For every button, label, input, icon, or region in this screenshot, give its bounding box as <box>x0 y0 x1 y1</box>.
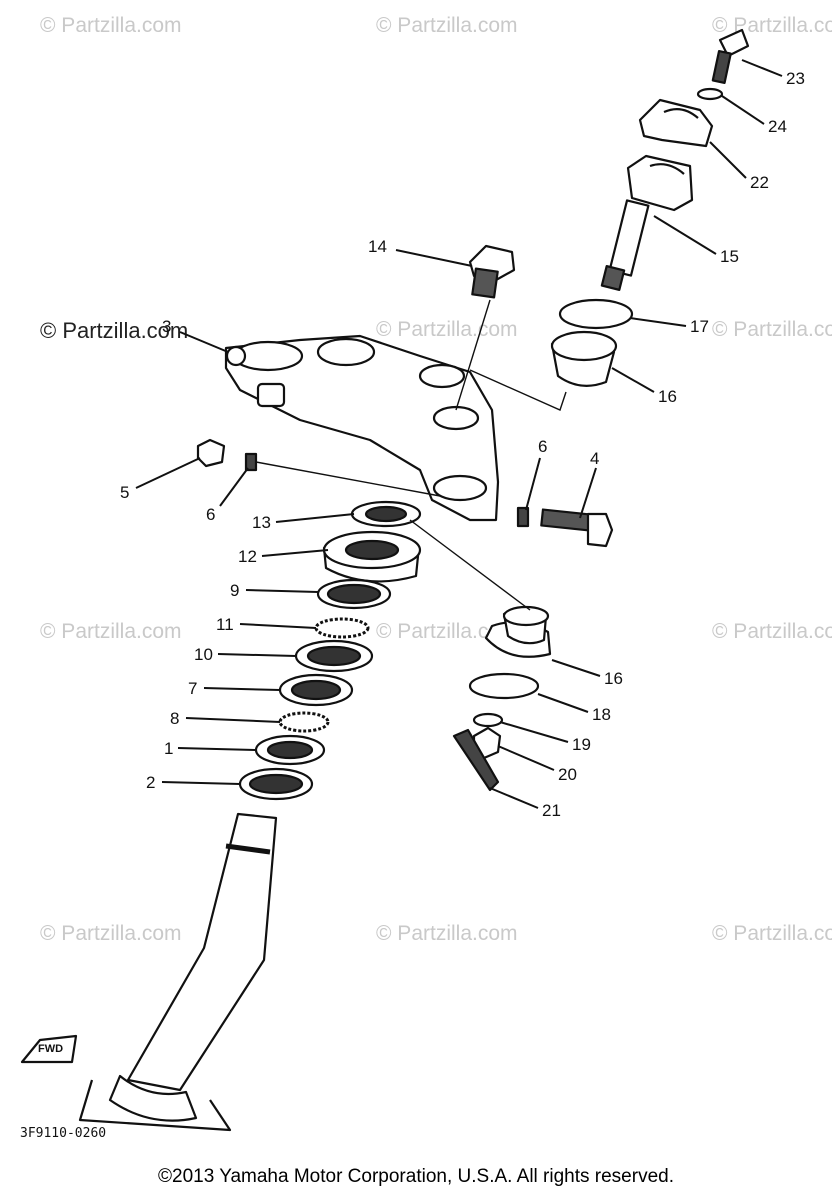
leader-11 <box>239 623 317 629</box>
bearing-race-10-shape <box>294 639 374 673</box>
bearing-race-9-shape <box>316 578 392 610</box>
upper-bracket-shape <box>224 334 500 522</box>
callout-13: 13 <box>252 513 271 532</box>
callout-7: 7 <box>188 679 198 698</box>
bolt-14-shape <box>468 244 516 299</box>
ring-nut-13-shape <box>350 500 422 528</box>
callout-18: 18 <box>592 705 611 724</box>
callout-16: 16 <box>658 387 677 406</box>
leader-10 <box>217 653 297 657</box>
watermark: © Partzilla.com <box>40 620 182 643</box>
assembly-line <box>469 369 567 411</box>
watermark: © Partzilla.com <box>376 922 518 945</box>
leader-22 <box>709 141 747 179</box>
watermark: © Partzilla.com <box>712 922 832 945</box>
copyright-notice: ©2013 Yamaha Motor Corporation, U.S.A. A… <box>158 1166 674 1187</box>
bearing-cover-12-shape <box>322 530 422 583</box>
watermark: © Partzilla.com <box>712 318 832 341</box>
watermark: © Partzilla.com <box>40 14 182 37</box>
fwd-label: FWD <box>38 1043 64 1055</box>
callout-21: 21 <box>542 801 561 820</box>
callout-8: 8 <box>170 709 180 728</box>
ball-bearing-8-shape <box>278 711 330 733</box>
callout-19: 19 <box>572 735 591 754</box>
damper-16-upper-shape <box>550 330 618 387</box>
leader-13 <box>275 513 355 523</box>
leader-21 <box>489 787 539 809</box>
callout-4: 4 <box>590 449 600 468</box>
leader-23 <box>741 59 783 77</box>
assembly-line <box>455 299 491 411</box>
damper-16-lower-shape <box>484 605 552 658</box>
bolt-21-shape <box>452 728 500 792</box>
callout-6-b: 6 <box>538 437 548 456</box>
leader-6b <box>525 457 541 511</box>
watermark: © Partzilla.com <box>40 922 182 945</box>
callout-10: 10 <box>194 645 213 664</box>
watermark: © Partzilla.com <box>712 620 832 643</box>
callout-23: 23 <box>786 69 805 88</box>
washer-18-shape <box>468 672 540 700</box>
assembly-line <box>255 461 441 497</box>
leader-18 <box>537 693 589 713</box>
leader-15 <box>653 215 717 255</box>
leader-6a <box>219 467 249 507</box>
watermark: © Partzilla.com <box>376 14 518 37</box>
leader-16b <box>551 659 601 677</box>
bolt-23-shape <box>711 28 750 84</box>
dust-seal-2-shape <box>238 767 314 801</box>
drawing-code: 3F9110-0260 <box>20 1126 107 1141</box>
callout-3: 3 <box>162 317 172 336</box>
bearing-race-1-shape <box>254 734 326 766</box>
callout-22: 22 <box>750 173 769 192</box>
damper-17-shape <box>558 298 634 330</box>
leader-20 <box>497 745 555 771</box>
handlebar-holder-upper-shape <box>638 98 714 148</box>
callout-11: 11 <box>216 615 234 634</box>
bearing-race-7-shape <box>278 673 354 707</box>
leader-5 <box>135 457 201 489</box>
washer-24-shape <box>696 87 724 101</box>
leader-19 <box>499 721 569 743</box>
leader-9 <box>245 589 319 593</box>
washer-19-shape <box>472 712 504 728</box>
leader-17 <box>629 317 687 327</box>
leader-8 <box>185 717 281 723</box>
callout-14: 14 <box>368 237 387 256</box>
handlebar-holder-lower-shape <box>600 154 694 291</box>
leader-24 <box>721 95 765 125</box>
pinch-bolt-4-shape <box>540 508 614 548</box>
lock-washer-6-shape <box>244 452 258 472</box>
callout-12: 12 <box>238 547 257 566</box>
watermark: © Partzilla.com <box>40 318 189 343</box>
leader-12 <box>261 549 329 557</box>
callout-1: 1 <box>164 739 174 758</box>
callout-9: 9 <box>230 581 240 600</box>
callout-15: 15 <box>720 247 739 266</box>
ball-bearing-11-shape <box>314 617 370 639</box>
leader-14 <box>395 249 473 267</box>
leader-3 <box>179 331 229 353</box>
watermark: © Partzilla.com <box>376 620 518 643</box>
leader-2 <box>161 781 241 785</box>
nut-5-shape <box>196 438 226 468</box>
assembly-line <box>409 519 531 611</box>
leader-4 <box>579 467 597 519</box>
fwd-arrow-icon <box>20 1034 78 1064</box>
callout-20: 20 <box>558 765 577 784</box>
callout-16-b: 16 <box>604 669 623 688</box>
callout-17: 17 <box>690 317 709 336</box>
steering-stem-shape <box>78 812 278 1132</box>
leader-16a <box>611 367 655 393</box>
callout-5: 5 <box>120 483 130 502</box>
callout-24: 24 <box>768 117 787 136</box>
lock-washer-6b-shape <box>516 506 530 528</box>
leader-1 <box>177 747 257 751</box>
callout-2: 2 <box>146 773 156 792</box>
callout-6: 6 <box>206 505 216 524</box>
leader-7 <box>203 687 281 691</box>
